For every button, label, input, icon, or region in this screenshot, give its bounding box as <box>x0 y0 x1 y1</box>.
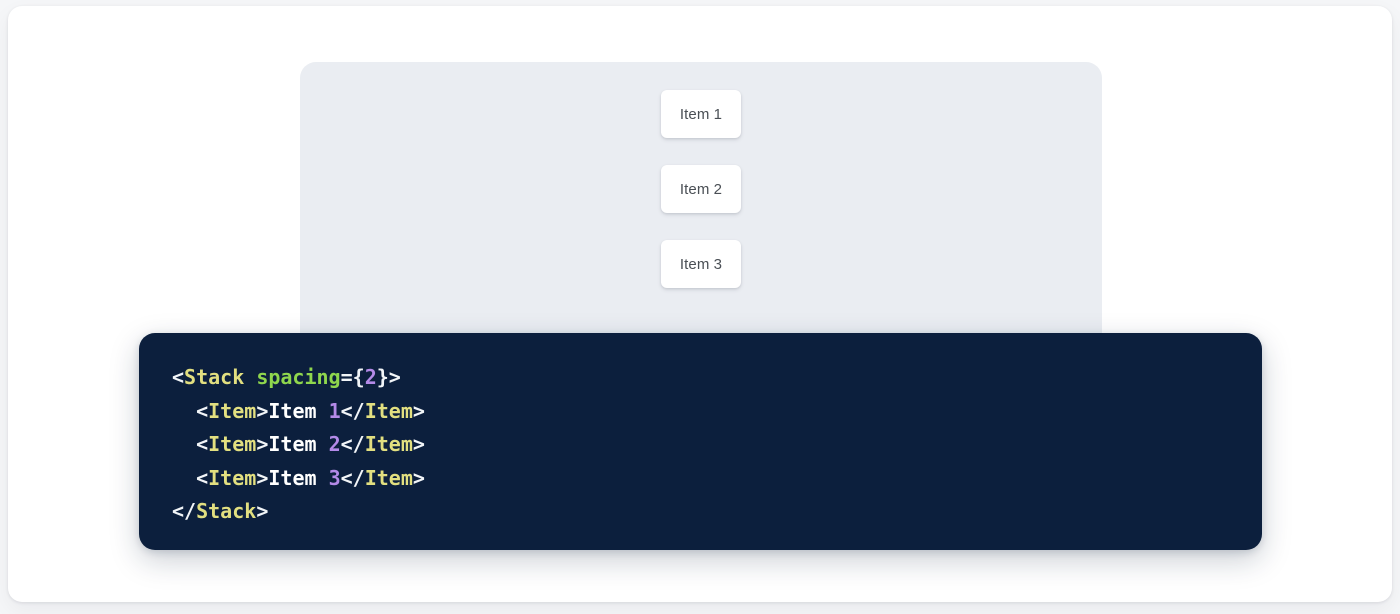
code-token-punct: > <box>412 432 425 457</box>
stack-item-label: Item 2 <box>679 180 723 198</box>
stack-item-label: Item 3 <box>679 255 723 273</box>
code-token-num: 3 <box>328 465 341 490</box>
code-line: <Item>Item 2</Item> <box>172 428 425 462</box>
code-token-tag: Stack <box>184 365 245 389</box>
code-token-tag: Item <box>364 432 413 457</box>
stack-preview-panel: Item 1 Item 2 Item 3 <box>300 62 1102 354</box>
code-token-punct: > <box>256 398 269 423</box>
list-item[interactable]: Item 3 <box>661 240 741 288</box>
code-token-tag: Item <box>364 398 413 423</box>
code-token-punct: } <box>376 365 389 389</box>
list-item[interactable]: Item 2 <box>661 165 741 213</box>
code-token-punct: < <box>196 398 209 423</box>
list-item[interactable]: Item 1 <box>661 90 741 138</box>
code-token-punct: </ <box>340 432 365 457</box>
code-token-punct <box>244 365 256 389</box>
code-line: <Item>Item 1</Item> <box>172 395 425 429</box>
code-token-attr: spacing <box>256 365 341 389</box>
code-line: </Stack> <box>172 495 425 529</box>
code-token-tag: Stack <box>196 499 257 524</box>
code-line: <Item>Item 3</Item> <box>172 462 425 496</box>
code-token-punct: < <box>172 365 185 389</box>
code-token-num: 2 <box>364 365 377 389</box>
code-token-punct: > <box>412 465 425 490</box>
code-token-text: Item <box>268 432 329 457</box>
code-token-tag: Item <box>208 432 257 457</box>
code-line: <Stack spacing={2}> <box>172 361 425 395</box>
code-token-punct: </ <box>340 398 365 423</box>
code-token-punct: > <box>256 465 269 490</box>
code-token-tag: Item <box>208 465 257 490</box>
code-token-punct: </ <box>340 465 365 490</box>
code-token-punct: > <box>388 365 401 389</box>
code-snippet-panel[interactable]: <Stack spacing={2}> <Item>Item 1</Item> … <box>139 333 1262 550</box>
code-token-punct: > <box>256 499 269 524</box>
code-token-num: 2 <box>328 432 341 457</box>
code-token-tag: Item <box>208 398 257 423</box>
code-token-punct: </ <box>172 499 197 524</box>
code-token-punct: = <box>340 365 353 389</box>
code-token-num: 1 <box>328 398 341 423</box>
code-token-punct: { <box>352 365 365 389</box>
code-token-text: Item <box>268 465 329 490</box>
code-token-punct: < <box>196 432 209 457</box>
code-token-punct: > <box>256 432 269 457</box>
stack-container: Item 1 Item 2 Item 3 <box>300 90 1102 288</box>
code-block: <Stack spacing={2}> <Item>Item 1</Item> … <box>172 361 425 529</box>
code-token-tag: Item <box>364 465 413 490</box>
code-token-punct: < <box>196 465 209 490</box>
stack-item-label: Item 1 <box>679 105 723 123</box>
page-card: Item 1 Item 2 Item 3 <Stack spacing={2}>… <box>8 6 1392 602</box>
code-token-punct: > <box>412 398 425 423</box>
code-token-text: Item <box>268 398 329 423</box>
